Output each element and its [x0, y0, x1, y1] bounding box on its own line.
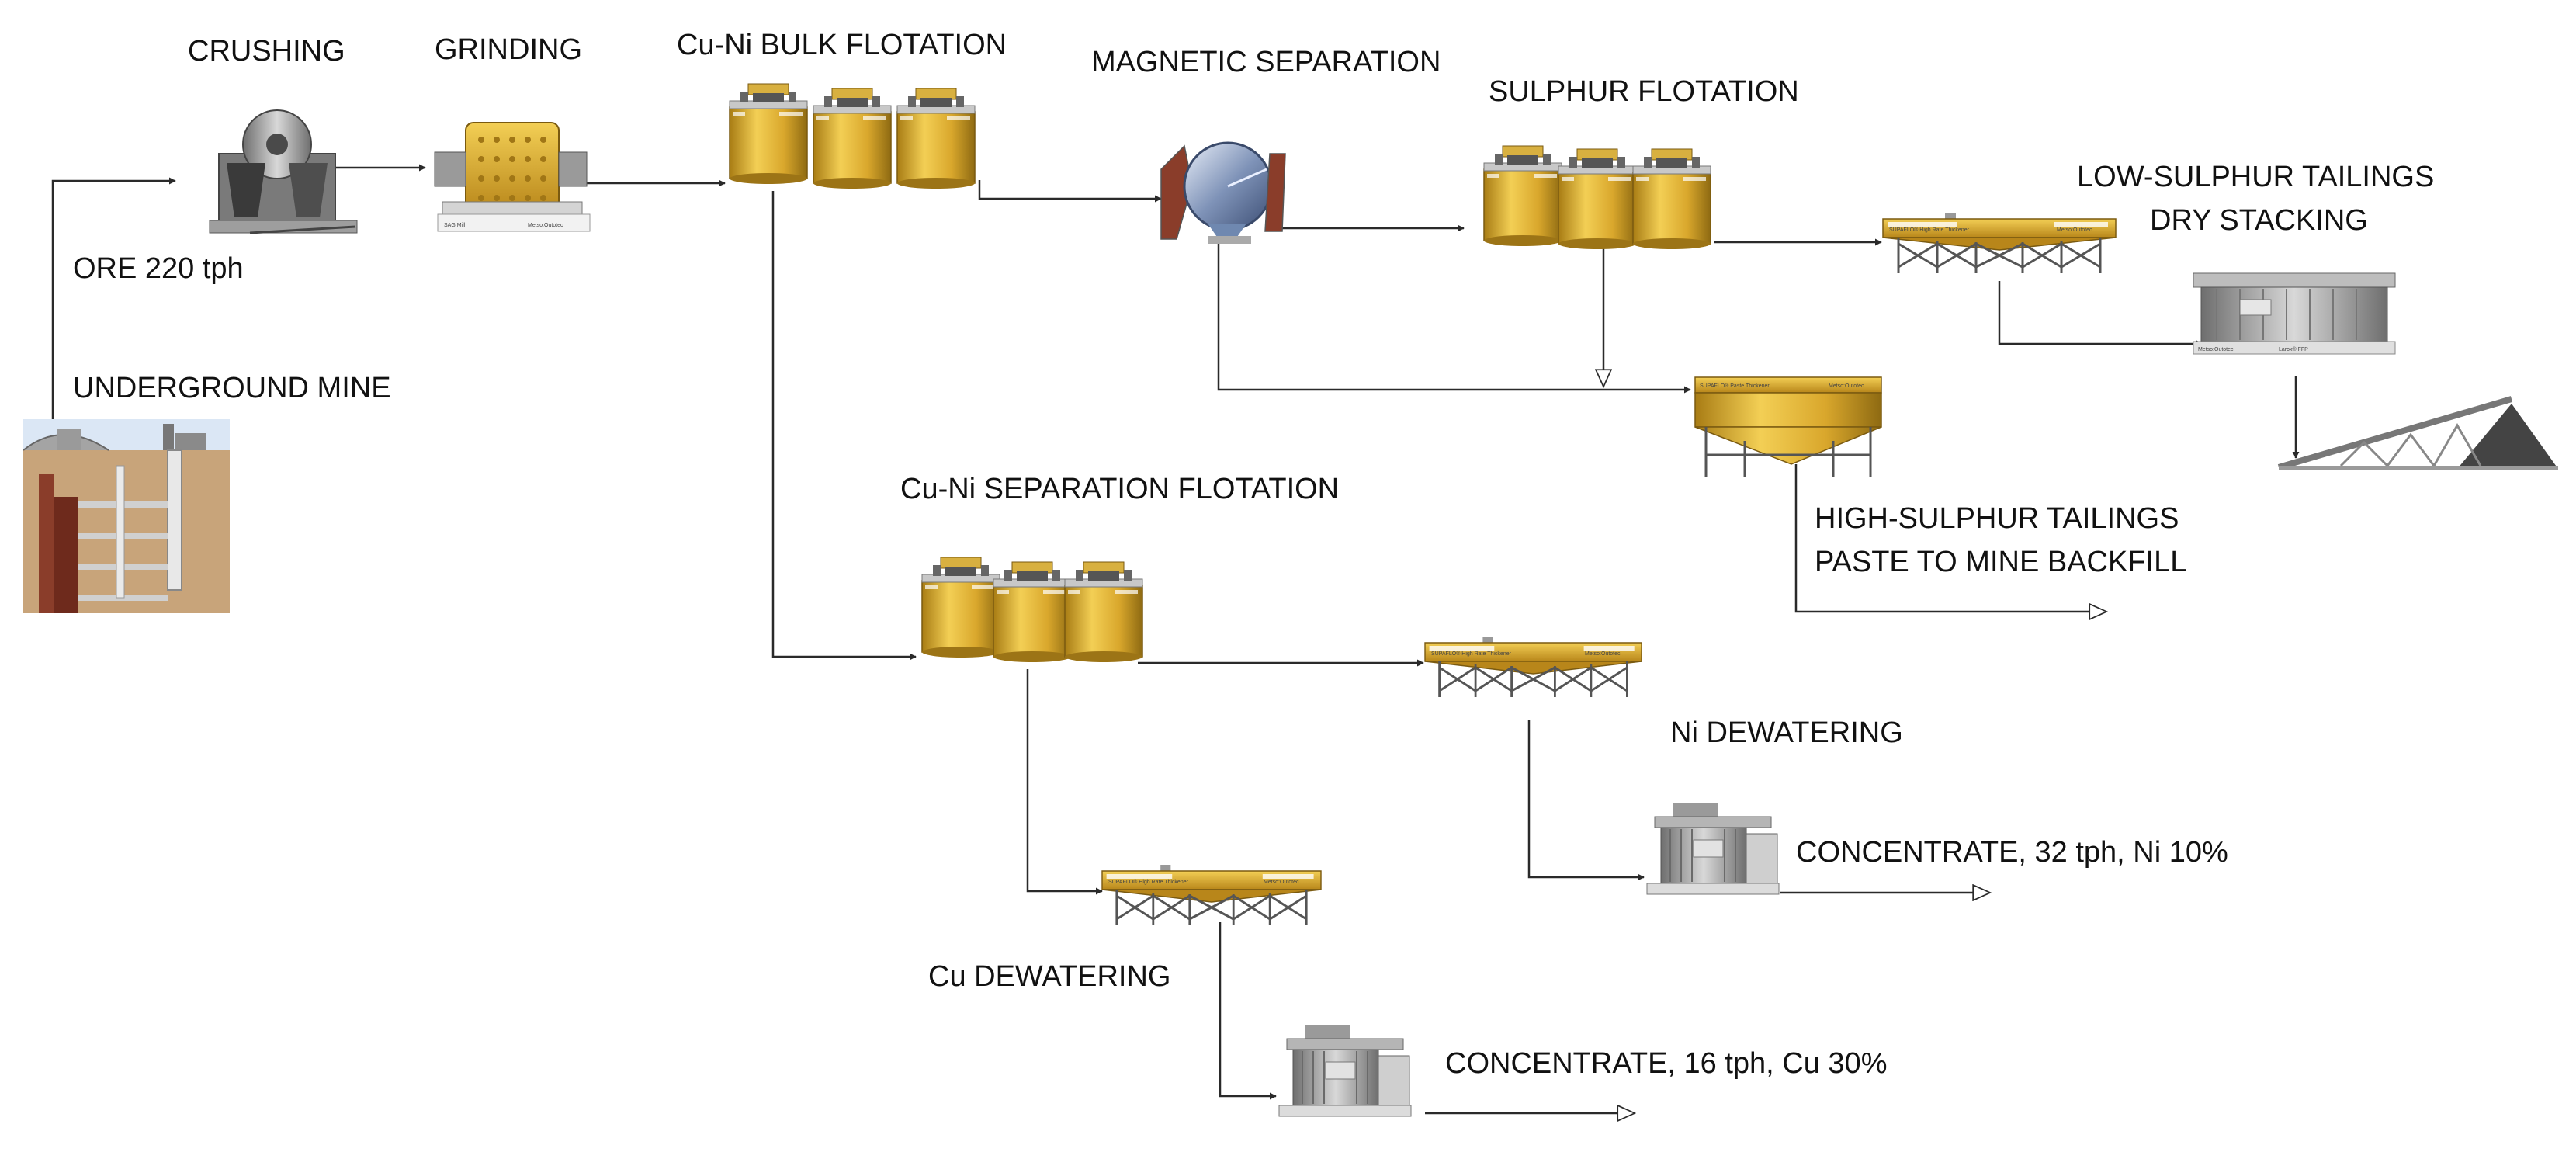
mill-vendor-text: Metso:Outotec: [528, 223, 563, 228]
label-underground-mine: UNDERGROUND MINE: [73, 372, 391, 404]
dry-filter-model: Larox® FFP: [2279, 346, 2308, 352]
label-grinding: GRINDING: [435, 33, 582, 66]
flow-paste-to-backfill: [1794, 464, 2105, 612]
label-dry-stacking: DRY STACKING: [2150, 204, 2368, 237]
paste-thickener: SUPAFLO® Paste Thickener Metso:Outotec: [1694, 376, 1882, 477]
label-high-sulphur-tailings: HIGH-SULPHUR TAILINGS: [1815, 502, 2179, 535]
cu-thickener-vendor: Metso:Outotec: [1264, 880, 1299, 885]
crusher-image: [209, 109, 358, 234]
paste-thickener-model: SUPAFLO® Paste Thickener: [1700, 383, 1770, 389]
sulphur-flotation-cells: [1483, 145, 1711, 250]
label-ni-dewatering: Ni DEWATERING: [1670, 717, 1903, 749]
label-ni-concentrate: CONCENTRATE, 32 tph, Ni 10%: [1796, 836, 2228, 869]
low-sulphur-thickener-vendor: Metso:Outotec: [2057, 227, 2092, 233]
flow-bulk-to-magnetic: [978, 180, 1162, 203]
low-sulphur-thickener-model: SUPAFLO® High Rate Thickener: [1889, 227, 1970, 233]
ni-filter: [1646, 802, 1780, 895]
separation-flotation-cells: [921, 557, 1143, 663]
dry-stacking-filter: Metso:Outotec Larox® FFP: [2193, 272, 2396, 355]
diagram-labels: CRUSHING GRINDING Cu-Ni BULK FLOTATION M…: [73, 29, 2434, 1080]
label-magnetic-separation: MAGNETIC SEPARATION: [1091, 46, 1441, 78]
flow-separation-to-cu-thickener: [1026, 669, 1103, 895]
cu-thickener: SUPAFLO® High Rate Thickener Metso:Outot…: [1101, 863, 1323, 927]
label-bulk-flotation: Cu-Ni BULK FLOTATION: [677, 29, 1007, 61]
label-cu-concentrate: CONCENTRATE, 16 tph, Cu 30%: [1445, 1047, 1887, 1080]
bulk-flotation-cells: [729, 83, 976, 189]
label-ore-feed: ORE 220 tph: [73, 252, 244, 285]
label-separation-flotation: Cu-Ni SEPARATION FLOTATION: [900, 473, 1339, 505]
cu-thickener-model: SUPAFLO® High Rate Thickener: [1108, 879, 1189, 885]
flow-ni-thickener-to-filter: [1527, 720, 1645, 881]
paste-thickener-vendor: Metso:Outotec: [1829, 383, 1864, 389]
underground-mine-image: [23, 419, 230, 613]
cu-filter: [1278, 1024, 1412, 1117]
ni-thickener: SUPAFLO® High Rate Thickener Metso:Outot…: [1423, 635, 1643, 699]
flow-cu-thickener-to-filter: [1219, 922, 1277, 1100]
flow-bulk-to-separation: [771, 191, 917, 661]
magnetic-separator-image: [1160, 141, 1286, 244]
ni-thickener-vendor: Metso:Outotec: [1585, 651, 1621, 657]
label-cu-dewatering: Cu DEWATERING: [928, 960, 1170, 993]
flow-thickener-to-dry-stack: [1998, 281, 2203, 348]
label-sulphur-flotation: SULPHUR FLOTATION: [1489, 75, 1799, 108]
ni-thickener-model: SUPAFLO® High Rate Thickener: [1431, 651, 1512, 657]
grinding-mill-image: SAG Mill Metso:Outotec: [434, 122, 591, 232]
low-sulphur-thickener: SUPAFLO® High Rate Thickener Metso:Outot…: [1881, 211, 2117, 275]
dry-filter-vendor: Metso:Outotec: [2198, 347, 2234, 352]
tailings-stack-conveyor: [2277, 396, 2558, 470]
label-paste-to-backfill: PASTE TO MINE BACKFILL: [1815, 546, 2186, 578]
mill-tag-text: SAG Mill: [444, 223, 466, 228]
flow-magnetic-to-paste: [1217, 230, 1691, 394]
label-low-sulphur-tailings: LOW-SULPHUR TAILINGS: [2077, 161, 2434, 193]
label-crushing: CRUSHING: [188, 35, 345, 68]
flow-lines: [51, 164, 2300, 1113]
flow-mine-to-crusher: [51, 177, 176, 423]
